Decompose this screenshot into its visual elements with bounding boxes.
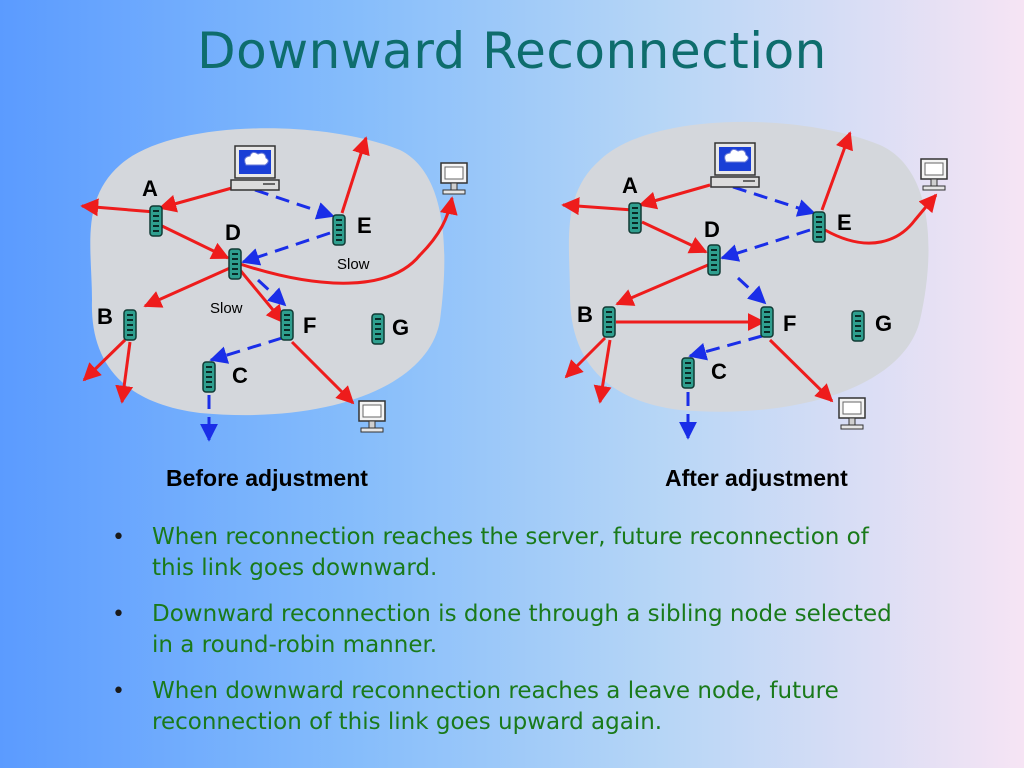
- slow-label: Slow: [337, 256, 370, 273]
- router-icon-c: [681, 357, 695, 389]
- router-icon-a: [628, 202, 642, 234]
- node-label-e: E: [357, 213, 372, 238]
- node-label-g: G: [875, 311, 892, 336]
- router-icon-e: [332, 214, 346, 246]
- router-icon-f: [760, 306, 774, 338]
- network-cloud: [568, 121, 929, 412]
- node-label-c: C: [711, 359, 727, 384]
- after-diagram: A D E B F G C: [561, 121, 948, 440]
- bullet-item: • When reconnection reaches the server, f…: [112, 522, 912, 584]
- router-icon-a: [149, 205, 163, 237]
- terminal-icon: [358, 400, 386, 433]
- node-label-d: D: [225, 220, 241, 245]
- bullet-icon: •: [112, 602, 125, 627]
- node-label-a: A: [142, 176, 158, 201]
- router-icon-g: [851, 310, 865, 342]
- router-icon-g: [371, 313, 385, 345]
- red-links: [80, 136, 458, 405]
- terminal-icon: [920, 158, 948, 191]
- bullet-icon: •: [112, 525, 125, 550]
- blue-dashed-links: [200, 188, 335, 442]
- router-icon-e: [812, 211, 826, 243]
- router-icon-b: [602, 306, 616, 338]
- before-diagram: A D E B F G C Slow Slow: [80, 128, 468, 442]
- node-label-c: C: [232, 363, 248, 388]
- bullet-list: • When reconnection reaches the server, f…: [112, 522, 912, 753]
- server-icon: [230, 145, 280, 191]
- router-icon-c: [202, 361, 216, 393]
- bullet-item: • Downward reconnection is done through a…: [112, 599, 912, 661]
- bullet-text: When downward reconnection reaches a lea…: [152, 678, 839, 735]
- node-label-e: E: [837, 210, 852, 235]
- before-caption: Before adjustment: [166, 465, 368, 491]
- node-label-b: B: [577, 302, 593, 327]
- node-label-a: A: [622, 173, 638, 198]
- red-links: [561, 131, 938, 404]
- slide-title: Downward Reconnection: [197, 22, 827, 80]
- bullet-icon: •: [112, 679, 125, 704]
- bullet-item: • When downward reconnection reaches a le…: [112, 676, 912, 738]
- node-label-d: D: [704, 217, 720, 242]
- node-label-b: B: [97, 304, 113, 329]
- bullet-text: Downward reconnection is done through a …: [152, 601, 892, 658]
- server-icon: [710, 142, 760, 188]
- router-icon-d: [228, 248, 242, 280]
- terminal-icon: [838, 397, 866, 430]
- node-label-g: G: [392, 315, 409, 340]
- slow-label: Slow: [210, 300, 243, 317]
- reconnection-diagram: A D E B F G C Slow Slow: [80, 121, 948, 442]
- router-icon-b: [123, 309, 137, 341]
- router-icon-d: [707, 244, 721, 276]
- blue-dashed-links: [679, 185, 816, 440]
- router-icon-f: [280, 309, 294, 341]
- terminal-icon: [440, 162, 468, 195]
- bullet-text: When reconnection reaches the server, fu…: [152, 524, 869, 581]
- node-label-f: F: [303, 313, 316, 338]
- after-caption: After adjustment: [665, 465, 848, 491]
- node-label-f: F: [783, 311, 796, 336]
